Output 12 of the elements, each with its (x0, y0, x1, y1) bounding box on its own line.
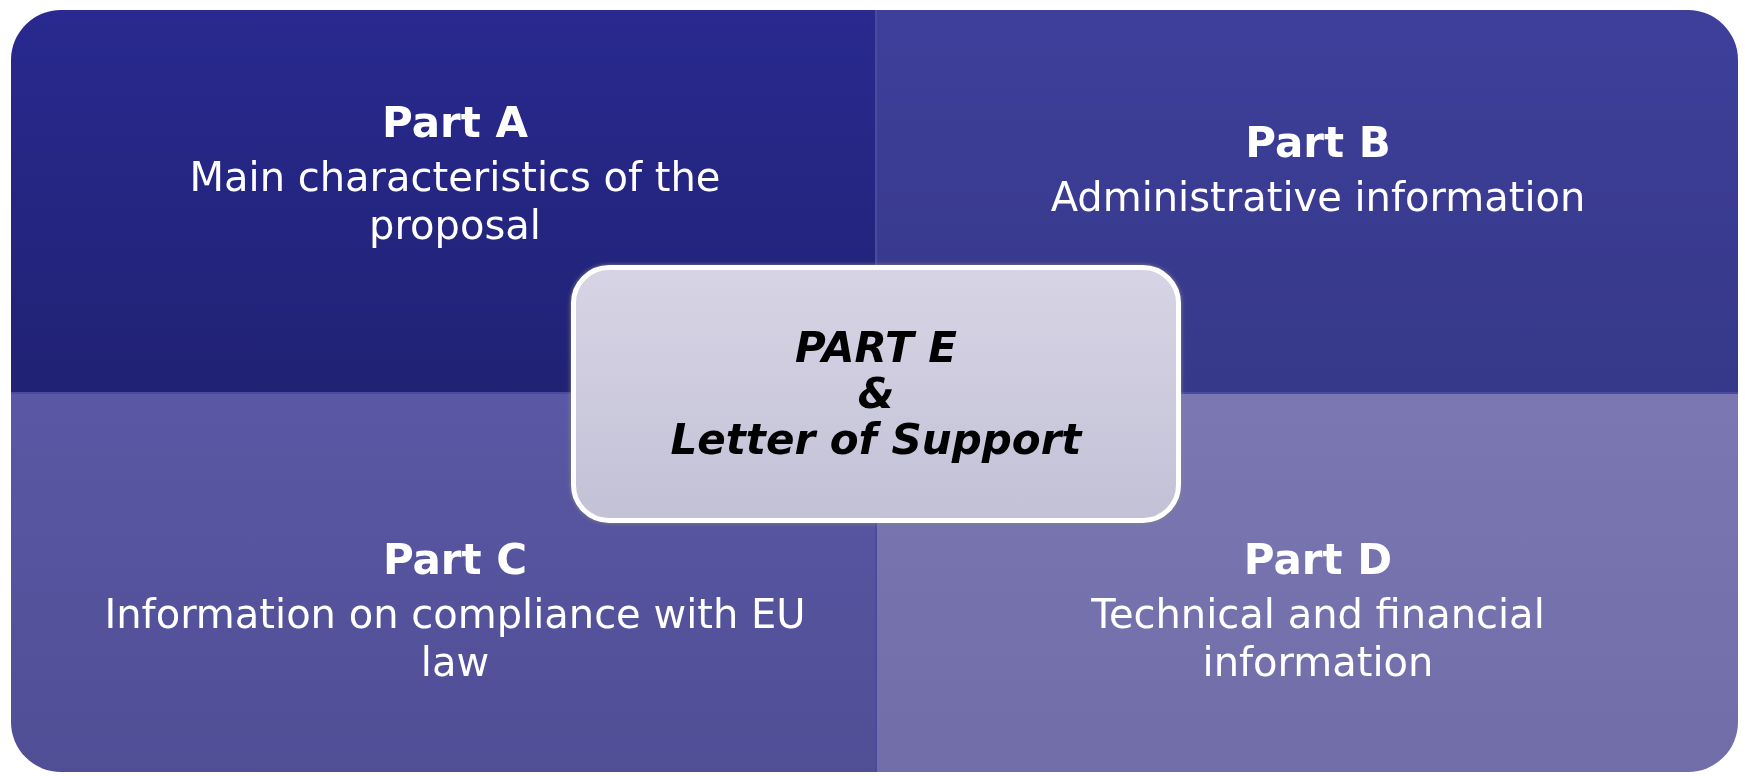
section-description: Technical and financial information (1090, 590, 1546, 686)
section-heading: Part D (1243, 535, 1393, 584)
section-description: Administrative information (1050, 173, 1586, 221)
center-text: & (857, 370, 895, 418)
section-description: Main characteristics of the proposal (188, 153, 722, 249)
section-heading: Part C (382, 535, 528, 584)
section-heading: Part B (1245, 118, 1391, 167)
center-text: Letter of Support (670, 417, 1082, 464)
center-text: PART E (795, 324, 957, 371)
section-description: Information on compliance with EU law (103, 590, 807, 686)
center-box (571, 265, 1181, 523)
section-heading: Part A (382, 98, 528, 147)
